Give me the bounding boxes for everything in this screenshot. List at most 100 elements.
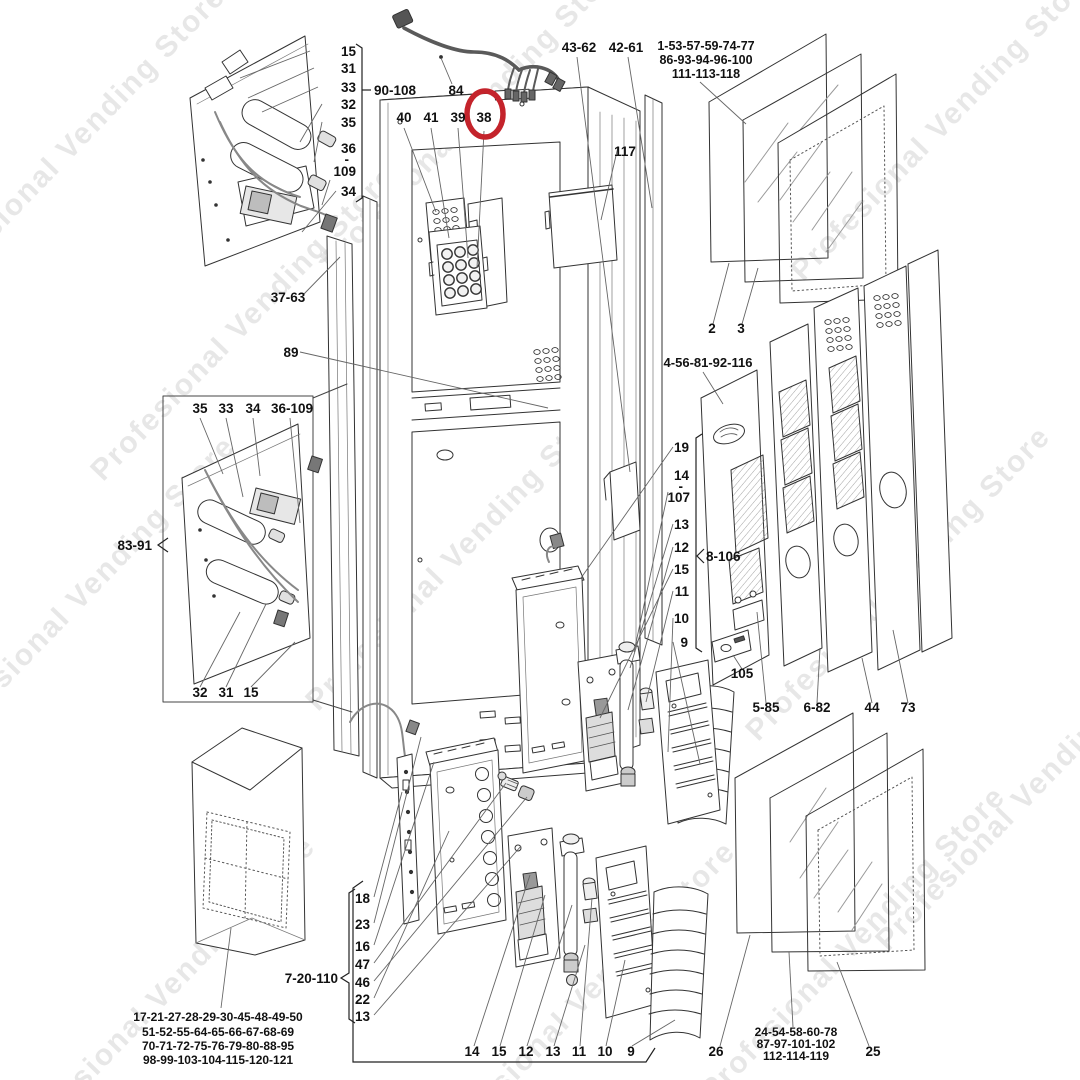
- part-label-13: 13: [355, 1009, 371, 1024]
- tray-19: [511, 532, 590, 774]
- part-label-16: 16: [355, 939, 371, 954]
- lower-valve-assembly-83-91: [162, 383, 353, 713]
- part-label-10: 10: [597, 1044, 612, 1059]
- door-molding-37-63: [326, 235, 360, 757]
- part-label-2: 2: [708, 321, 716, 336]
- inlet-valve-cylinder: [241, 99, 312, 150]
- part-label-15: 15: [341, 44, 357, 59]
- crossbar-89: [411, 387, 561, 421]
- part-label-42-61: 42-61: [609, 40, 644, 55]
- keypad-buttons: [441, 244, 482, 299]
- part-label-33: 33: [341, 80, 357, 95]
- upper-valve-assembly: [189, 35, 338, 267]
- bracket-top-left-group: [355, 43, 363, 203]
- bracket-7-20-110: [339, 888, 356, 1024]
- part-label-44: 44: [864, 700, 880, 715]
- part-label-36-109: 36-109: [271, 401, 313, 416]
- part-label-83-91: 83-91: [117, 538, 152, 553]
- part-label-70-71-72-75-76-79-80-88-95: 70-71-72-75-76-79-80-88-95: [142, 1039, 294, 1053]
- wire-connector: [320, 213, 338, 233]
- bracket-43-62: [603, 461, 641, 541]
- part-label-22: 22: [355, 992, 370, 1007]
- panel-117: [544, 184, 618, 269]
- watermark-text: Profesional Vending Store: [784, 0, 1080, 287]
- part-label-17-21-27-28-29-30-45-48-49-50: 17-21-27-28-29-30-45-48-49-50: [133, 1010, 303, 1024]
- part-label-86-93-94-96-100: 86-93-94-96-100: [659, 53, 752, 67]
- part-label-51-52-55-64-65-66-67-68-69: 51-52-55-64-65-66-67-68-69: [142, 1025, 294, 1039]
- bracket-right-group: [695, 433, 703, 653]
- highlight-circle-38: [464, 88, 506, 140]
- section-8-106: [728, 547, 765, 631]
- part-label-31: 31: [218, 685, 234, 700]
- part-label-18: 18: [355, 891, 371, 906]
- part-label-87-97-101-102: 87-97-101-102: [757, 1037, 836, 1051]
- solenoid-plate-lower: [507, 827, 561, 968]
- wire-harness-84: [392, 8, 566, 103]
- part-label-14: 14: [674, 468, 690, 483]
- panel-44: [863, 265, 921, 671]
- part-label-9: 9: [680, 635, 688, 650]
- strip-18: [396, 753, 420, 925]
- fitting-icon: [221, 49, 249, 75]
- part-label-39: 39: [450, 110, 465, 125]
- part-label-41: 41: [423, 110, 439, 125]
- part-label-90-108: 90-108: [374, 83, 417, 98]
- part-label-11: 11: [675, 584, 690, 599]
- part-label-36: 36: [341, 141, 357, 156]
- solenoid-plate-upper: [577, 653, 629, 792]
- part-label-32: 32: [341, 97, 356, 112]
- tray-lower: [425, 737, 507, 935]
- part-label-24-54-58-60-78: 24-54-58-60-78: [755, 1025, 838, 1039]
- part-label-34: 34: [341, 184, 357, 199]
- bracket-bottom-row: [352, 880, 656, 1063]
- part-label-5-85: 5-85: [752, 700, 780, 715]
- part-label-9: 9: [627, 1044, 635, 1059]
- part-label-117: 117: [614, 144, 636, 159]
- leader-lines: [199, 50, 909, 1047]
- brand-badge: [713, 423, 745, 445]
- part-label-12: 12: [518, 1044, 533, 1059]
- part-label-46: 46: [355, 975, 371, 990]
- door-molding-strip: [362, 195, 378, 779]
- part-label-43-62: 43-62: [562, 40, 597, 55]
- part-label-37-63: 37-63: [271, 290, 306, 305]
- part-label-111-113-118: 111-113-118: [672, 67, 740, 81]
- side-strip-42-61: [644, 94, 663, 646]
- part-label-1-53-57-59-74-77: 1-53-57-59-74-77: [657, 39, 754, 53]
- part-label-12: 12: [674, 540, 689, 555]
- panel-73: [907, 249, 953, 653]
- slat-panel-upper: [655, 659, 721, 825]
- label-brackets: [156, 43, 705, 1063]
- part-label-14: 14: [464, 1044, 480, 1059]
- solenoid-coil: [239, 185, 298, 225]
- keypad-assembly: [425, 197, 508, 316]
- panel-6-82: [813, 287, 873, 673]
- part-label-32: 32: [192, 685, 207, 700]
- watermark-text: Profesional Vending Store: [694, 780, 1012, 1080]
- bracket-83-91: [156, 537, 169, 553]
- part-label-40: 40: [396, 110, 411, 125]
- part-label-105: 105: [731, 666, 754, 681]
- part-label-15: 15: [243, 685, 259, 700]
- spare-parts-bag: [191, 727, 306, 956]
- part-label--: -: [679, 479, 684, 494]
- part-label-35: 35: [192, 401, 208, 416]
- part-label-31: 31: [341, 61, 357, 76]
- part-label-35: 35: [341, 115, 357, 130]
- curved-grille-9: [648, 886, 709, 1041]
- part-label-23: 23: [355, 917, 371, 932]
- part-label-33: 33: [218, 401, 234, 416]
- part-label-34: 34: [245, 401, 261, 416]
- part-label-8-106: 8-106: [706, 549, 741, 564]
- part-label-25: 25: [865, 1044, 881, 1059]
- part-label-15: 15: [674, 562, 690, 577]
- part-label-7-20-110: 7-20-110: [285, 971, 338, 986]
- part-label-84: 84: [448, 83, 464, 98]
- door-wire: [349, 702, 420, 763]
- coin-slot-bar-105: [711, 629, 752, 663]
- part-label-73: 73: [900, 700, 916, 715]
- part-label-38: 38: [476, 110, 492, 125]
- part-label-3: 3: [737, 321, 745, 336]
